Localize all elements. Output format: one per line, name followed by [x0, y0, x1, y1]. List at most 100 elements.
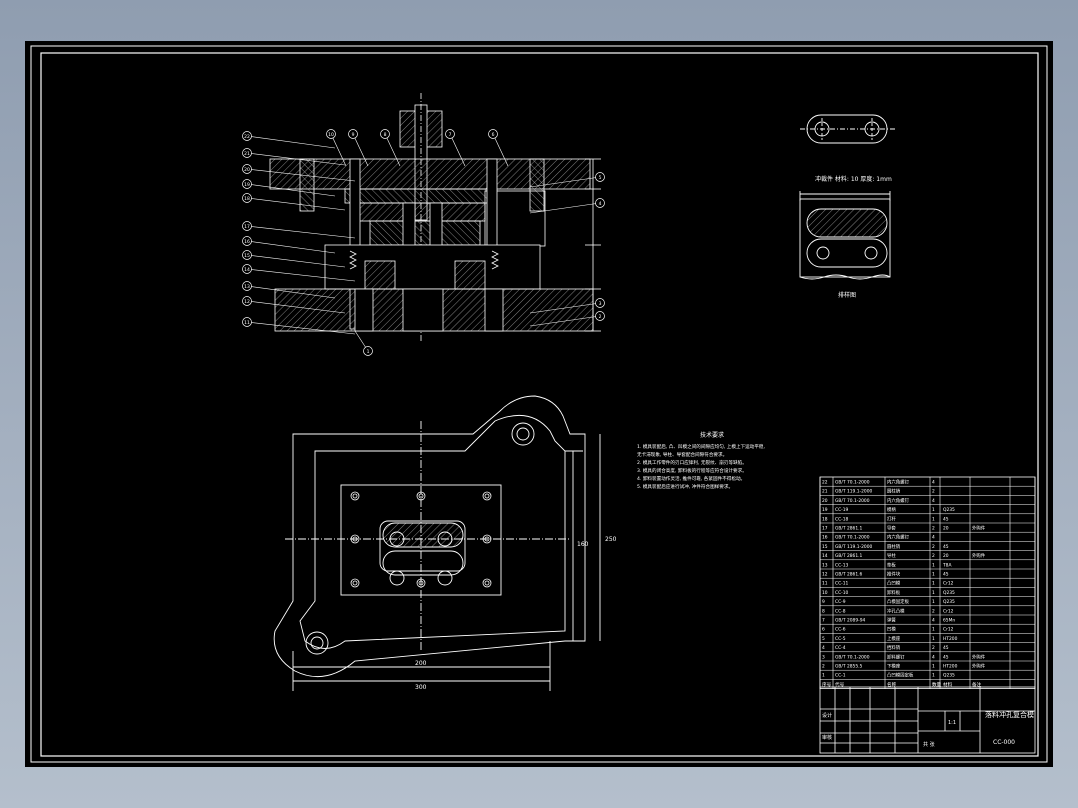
strip-layout-view[interactable]	[799, 191, 891, 280]
bom-cell: 冲孔凸模	[887, 607, 905, 614]
screw-hole	[482, 491, 492, 501]
bom-cell: CC-9	[835, 599, 846, 605]
bom-cell: GB/T 119.1-2000	[835, 489, 873, 495]
part-balloon-label: 4	[599, 201, 602, 207]
part-balloon: 1	[354, 330, 373, 356]
plan-view[interactable]	[273, 395, 601, 691]
bom-header-cell: 备注	[972, 681, 982, 688]
bom-cell: 1	[932, 562, 935, 568]
bom-cell: Cr12	[943, 581, 954, 587]
bom-cell: 12	[822, 572, 828, 578]
part-balloon: 18	[242, 193, 346, 211]
bom-cell: 3	[822, 654, 825, 660]
bom-cell: 圆柱销	[887, 488, 901, 495]
part-balloon: 5	[529, 172, 605, 188]
section-view[interactable]	[269, 93, 601, 341]
bom-cell: 垫板	[887, 561, 896, 568]
bom-cell: 导柱	[887, 552, 896, 559]
bom-cell: 凸模固定板	[887, 598, 910, 605]
part-balloon-label: 19	[244, 182, 250, 188]
bom-cell: 2	[932, 526, 935, 532]
bom-cell: Q235	[943, 599, 955, 605]
bom-cell: 1	[932, 636, 935, 642]
bom-cell: 18	[822, 516, 828, 522]
bom-cell: GB/T 70.1-2000	[835, 535, 870, 541]
part-balloon: 9	[348, 129, 369, 167]
part-balloon: 20	[242, 164, 356, 182]
screw-hole	[350, 491, 360, 501]
bom-cell: CC-11	[835, 581, 849, 587]
screw-hole	[416, 578, 426, 588]
bom-cell: GB/T 70.1-2000	[835, 654, 870, 660]
dim-inner-width: 200	[415, 660, 427, 667]
bom-cell: 45	[943, 544, 949, 550]
bom-cell: GB/T 2861.1	[835, 526, 863, 532]
bom-cell: 1	[932, 627, 935, 633]
part-balloon: 15	[242, 250, 346, 268]
part-balloon: 16	[242, 236, 336, 254]
bom-cell: Q235	[943, 673, 955, 679]
bom-cell: 外购件	[972, 552, 986, 559]
bom-cell: 4	[932, 618, 935, 624]
bom-cell: 11	[822, 581, 828, 587]
tech-req-title: 技术要求	[700, 431, 724, 439]
bom-cell: Q235	[943, 590, 955, 596]
bom-cell: 65Mn	[943, 618, 955, 624]
bom-cell: 内六角螺钉	[887, 497, 910, 504]
plan-screw-holes	[350, 491, 492, 588]
workpiece-view[interactable]	[800, 114, 895, 144]
part-balloon-label: 20	[244, 167, 250, 173]
bom-cell: 内六角螺钉	[887, 534, 910, 541]
bom-cell: 17	[822, 526, 828, 532]
bom-cell: 13	[822, 562, 828, 568]
tech-req-notes: 1. 模具装配后, 凸、凹模之间的间隙应均匀, 上模上下运动平稳, 无卡滞现象,…	[637, 443, 766, 490]
title-block[interactable]	[819, 686, 1036, 754]
part-balloon-label: 5	[599, 175, 602, 181]
part-balloon-label: 21	[244, 151, 250, 157]
bom-cell: 模柄	[887, 506, 896, 513]
part-balloon-label: 17	[244, 224, 250, 230]
bom-cell: GB/T 2861.1	[835, 553, 863, 559]
bom-cell: Q235	[943, 507, 955, 513]
bom-cell: GB/T 2855.5	[835, 664, 863, 670]
bom-cell: 4	[822, 645, 825, 651]
part-balloon-label: 12	[244, 299, 250, 305]
strip-layout-label: 排样图	[838, 291, 856, 299]
part-balloon: 14	[242, 264, 356, 282]
bom-cell: 15	[822, 544, 828, 550]
bom-cell: 圆柱销	[887, 543, 901, 550]
screw-hole-inner	[418, 580, 424, 586]
bom-cell: 卸料板	[887, 589, 901, 596]
bom-cell: GB/T 2089-94	[835, 618, 866, 624]
inner-frame	[40, 52, 1039, 757]
bom-cell: 1	[822, 673, 825, 679]
bom-cell: 8	[822, 608, 825, 614]
bom-cell: 2	[932, 608, 935, 614]
